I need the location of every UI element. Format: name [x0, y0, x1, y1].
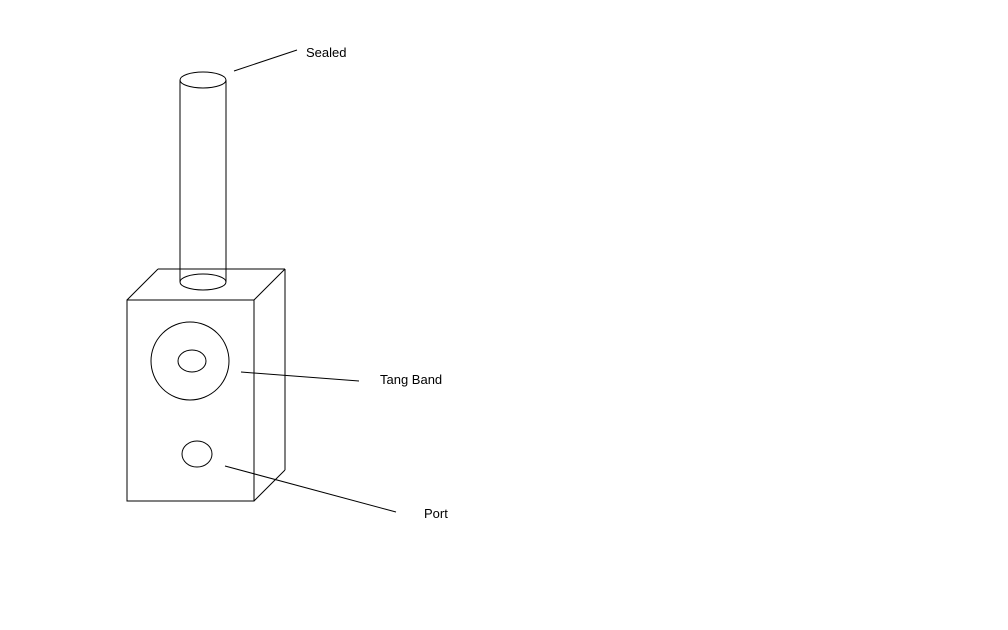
- driver-dust-cap: [177, 349, 207, 373]
- sealed-tube: [179, 71, 227, 291]
- label-port: Port: [424, 506, 448, 521]
- driver-cone: [150, 321, 230, 401]
- tube-top-cap: [179, 71, 227, 89]
- label-driver: Tang Band: [380, 372, 442, 387]
- enclosure: [126, 268, 286, 502]
- label-sealed: Sealed: [306, 45, 346, 60]
- tube-bottom-opening: [179, 273, 227, 291]
- port-leader-line: [224, 465, 397, 513]
- sealed-leader-line: [233, 49, 298, 72]
- box-bottom-right-edge: [253, 469, 286, 502]
- box-front-face: [126, 299, 255, 502]
- driver: [150, 321, 230, 401]
- box-top-left-edge: [126, 268, 159, 301]
- box-top-right-edge: [253, 268, 286, 301]
- leader-lines: [224, 49, 397, 513]
- port-opening: [181, 440, 213, 468]
- driver-leader-line: [240, 371, 360, 382]
